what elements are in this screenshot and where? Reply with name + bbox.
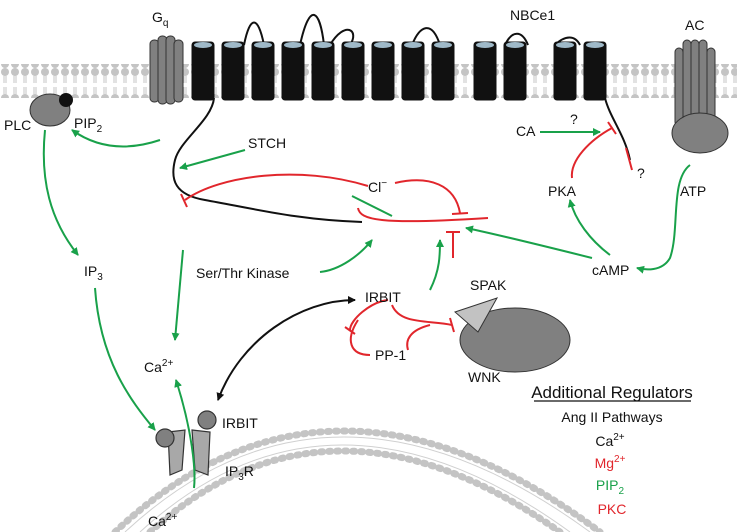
gq-label: Gq <box>152 9 168 29</box>
wnk-kinase <box>459 307 571 373</box>
nbce1-label: NBCe1 <box>510 7 555 23</box>
ca-mid-label: Ca2+ <box>144 358 173 375</box>
ca-enzyme-label: CA <box>516 123 536 139</box>
nbce1-transporter <box>191 41 607 101</box>
ca-bottom-label: Ca2+ <box>148 512 177 529</box>
question-mark-2: ? <box>637 165 645 181</box>
camp-label: cAMP <box>592 262 629 278</box>
er-membrane <box>111 427 604 532</box>
plc-label: PLC <box>4 117 31 133</box>
ac-protein <box>671 39 729 154</box>
activation-arrows <box>42 128 691 489</box>
ip3r-label: IP3R <box>225 463 254 483</box>
atp-label: ATP <box>680 183 706 199</box>
irbit-label: IRBIT <box>365 289 401 305</box>
spak-label: SPAK <box>470 277 507 293</box>
gq-protein <box>149 35 184 105</box>
legend: Additional Regulators Ang II Pathways Ca… <box>531 383 693 517</box>
plasma-membrane <box>0 64 737 98</box>
inhibition-lines <box>180 121 633 356</box>
legend-item-pip2: PIP2 <box>596 477 625 497</box>
pip2-label: PIP2 <box>74 115 103 135</box>
irbit-ip3r-interaction <box>216 296 356 401</box>
wnk-label: WNK <box>468 369 501 385</box>
pka-label: PKA <box>548 183 577 199</box>
legend-item-pkc: PKC <box>598 501 627 517</box>
ip3r-channel <box>155 410 217 476</box>
ac-label: AC <box>685 17 704 33</box>
legend-title: Additional Regulators <box>531 383 693 402</box>
spak-kinase <box>454 297 499 333</box>
legend-item-mg: Mg2+ <box>595 454 626 471</box>
pp1-label: PP-1 <box>375 347 406 363</box>
question-mark-1: ? <box>570 111 578 127</box>
plc-enzyme <box>29 93 73 127</box>
ser-thr-kinase-label: Ser/Thr Kinase <box>196 265 290 281</box>
stch-label: STCH <box>248 135 286 151</box>
legend-item-ca: Ca2+ <box>595 432 624 449</box>
ip3-label: IP3 <box>84 263 103 283</box>
irbit2-label: IRBIT <box>222 415 258 431</box>
chloride-label: Cl− <box>368 178 387 195</box>
legend-item-ang2: Ang II Pathways <box>561 409 662 425</box>
